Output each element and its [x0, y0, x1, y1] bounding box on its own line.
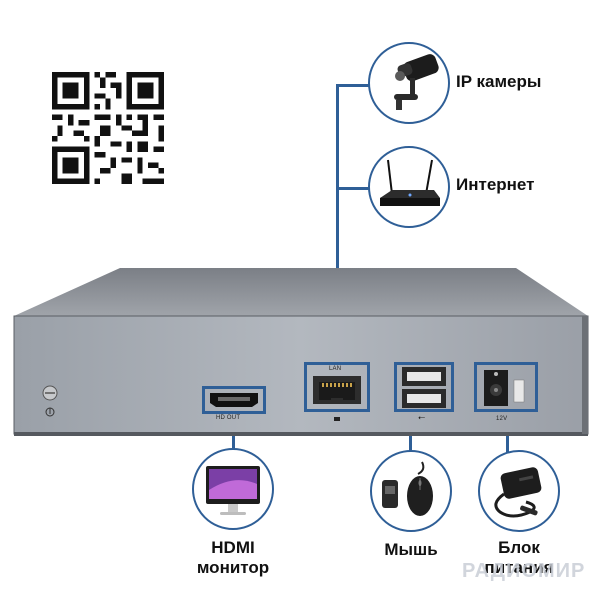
power-adapter-circle: [478, 450, 560, 532]
lan-text: LAN: [329, 366, 342, 372]
hdmi-port-icon: [210, 393, 258, 407]
hdmi-port-highlight: [202, 386, 266, 414]
connector-lan-vertical: [336, 84, 339, 362]
lan-port-highlight: [304, 362, 370, 412]
nvr-device: [13, 268, 589, 436]
power-adapter-icon: [494, 467, 542, 518]
router-icon: [380, 159, 440, 206]
hdmi-label-line1: HDMI: [211, 538, 255, 557]
power-spec-text: 12V: [496, 416, 508, 422]
ip-camera-icon: [394, 54, 439, 110]
ip-cameras-label: IP камеры: [456, 72, 542, 91]
power-supply-label: Блок питания: [464, 538, 574, 578]
hdmi-label-line2: монитор: [196, 558, 270, 577]
monitor-icon: [206, 466, 260, 515]
connector-router-horizontal: [336, 187, 370, 190]
usb-ports-highlight: [394, 362, 454, 412]
router-circle: [368, 146, 450, 228]
power-label-line2: питания: [484, 558, 554, 577]
hdmi-monitor-label: HDMI монитор: [178, 538, 288, 578]
lan-port-icon: [313, 376, 361, 404]
internet-label: Интернет: [456, 175, 535, 194]
mouse-icon: [382, 461, 433, 516]
connector-camera-horizontal: [336, 84, 370, 87]
mouse-circle: [370, 450, 452, 532]
power-port-highlight: [474, 362, 538, 412]
power-port-icon: [484, 370, 525, 406]
usb-symbol-icon: ⭠: [418, 412, 426, 422]
monitor-circle: [192, 448, 274, 530]
power-label-line1: Блок: [498, 538, 540, 557]
lan-led: [334, 417, 340, 421]
mouse-label: Мышь: [384, 540, 438, 559]
usb-ports-icon: [402, 367, 446, 408]
ip-camera-circle: [368, 42, 450, 124]
watermark-logo: РАДИОМИР: [462, 560, 586, 582]
hdmi-out-text: HD OUT: [216, 415, 241, 421]
qr-code: [52, 72, 164, 184]
ground-screw-icon: [42, 385, 58, 417]
